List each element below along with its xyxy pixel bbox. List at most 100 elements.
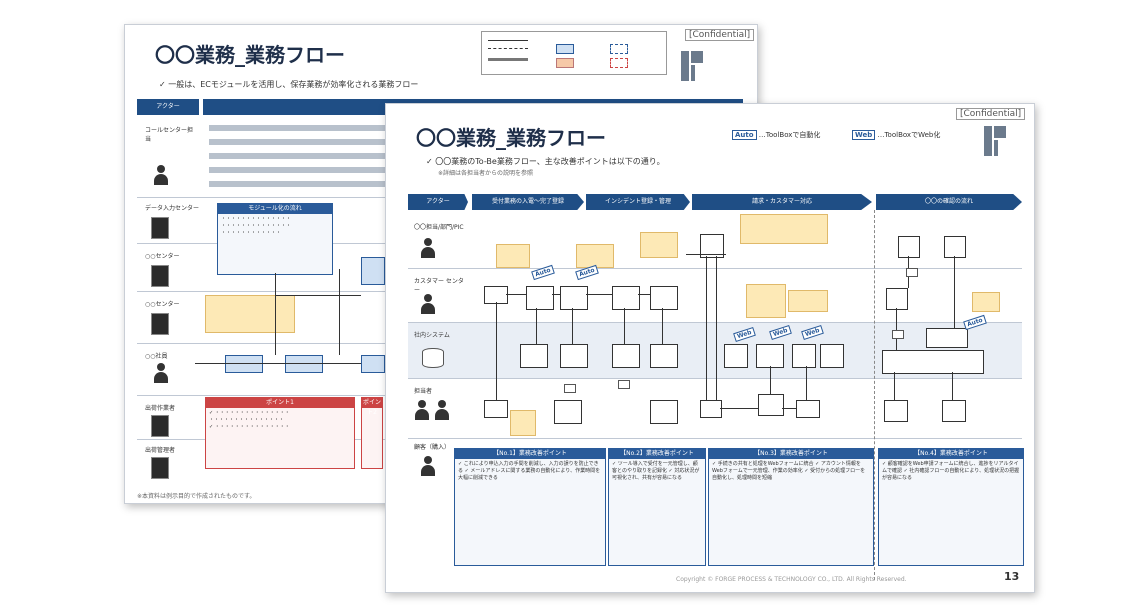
process-box — [820, 344, 844, 368]
computer-icon — [151, 457, 169, 479]
process-box — [560, 344, 588, 368]
lane-label: カスタマー センター — [414, 278, 464, 294]
process-box — [520, 344, 548, 368]
improvement-point-title: 【No.3】業務改善ポイント — [709, 449, 873, 459]
flow-bar — [209, 125, 389, 131]
header-phase-3: 請求・カスタマー対応 — [692, 194, 872, 210]
person-icon — [434, 400, 450, 420]
flow-bar — [209, 153, 389, 159]
back-point-2: ポイント2 — [361, 397, 383, 469]
company-logo — [984, 126, 1006, 156]
person-icon — [420, 456, 436, 476]
sticky-note — [746, 284, 786, 318]
process-box — [484, 400, 508, 418]
sticky-note — [205, 295, 295, 333]
sticky-note — [640, 232, 678, 258]
computer-icon — [151, 217, 169, 239]
improvement-point-body: ✓ 手続きの共有と処理をWebフォームに統合 ✓ アカウント情報をWebフォーム… — [712, 461, 866, 481]
process-box — [886, 288, 908, 310]
person-icon — [153, 165, 169, 185]
process-box — [884, 400, 908, 422]
person-icon — [153, 363, 169, 383]
computer-icon — [151, 313, 169, 335]
improvement-point-body: ✓ ツール導入で受付を一元管理し、顧客とのやり取りを記録化 ✓ 対応状況が可視化… — [612, 461, 700, 481]
process-box — [285, 355, 323, 373]
mail-icon — [892, 330, 904, 339]
header-actor: アクター — [408, 194, 468, 210]
module-note-title: モジュール化の流れ — [218, 204, 332, 214]
lane-label: コールセンター担当 — [145, 127, 194, 143]
process-box — [560, 286, 588, 310]
flow-bar — [209, 139, 389, 145]
front-slide: [Confidential] 〇〇業務_業務フロー ✓ 〇〇業務のTo-Be業務… — [385, 103, 1035, 593]
front-slide-subtitle: ✓ 〇〇業務のTo-Be業務フロー、主な改善ポイントは以下の通り。 — [426, 157, 665, 166]
header-phase-2: インシデント登録・管理 — [586, 194, 690, 210]
improvement-point-body: ✓ 顧客確認をWeb申請フォームに統合し、進捗をリアルタイムで確認 ✓ 社内確認… — [882, 461, 1020, 481]
database-icon — [422, 348, 444, 368]
improvement-point-3: 【No.3】業務改善ポイント ✓ 手続きの共有と処理をWebフォームに統合 ✓ … — [708, 448, 874, 566]
process-box — [225, 355, 263, 373]
header-phase-1: 受付業務の入電〜完了登録 — [472, 194, 584, 210]
lane-label: 社内システム — [414, 332, 450, 339]
lane-label: 出荷管理者 — [145, 447, 176, 454]
mail-icon — [618, 380, 630, 389]
back-footer: ※本資料は例示目的で作成されたものです。 — [137, 493, 256, 500]
flow-bar — [209, 181, 389, 187]
person-icon — [420, 238, 436, 258]
mail-icon — [906, 268, 918, 277]
flow-bar — [209, 167, 389, 173]
mail-icon — [564, 384, 576, 393]
sticky-note — [740, 214, 828, 244]
back-point-2-title: ポイント2 — [362, 398, 382, 416]
lane-label: ○○センター — [145, 253, 180, 260]
process-box — [700, 400, 722, 418]
process-box — [944, 236, 966, 258]
legend — [481, 31, 667, 75]
process-box — [926, 328, 968, 348]
lane-label: 顧客（購入） — [414, 444, 451, 451]
back-slide-subtitle: ✓ 一般は、ECモジュールを活用し、保存業務が効率化される業務フロー — [159, 80, 419, 89]
legend-web-text: …ToolBoxでWeb化 — [877, 131, 941, 139]
lane-label: ○○センター — [145, 301, 180, 308]
sticky-note — [788, 290, 828, 312]
process-box — [758, 394, 784, 416]
improvement-point-1: 【No.1】業務改善ポイント ✓ これにより申込入力の手間を削減し、入力の誤りを… — [454, 448, 606, 566]
computer-icon — [151, 265, 169, 287]
improvement-point-2: 【No.2】業務改善ポイント ✓ ツール導入で受付を一元管理し、顧客とのやり取り… — [608, 448, 706, 566]
web-tag: Web — [852, 130, 876, 140]
lane-label: 〇〇担当/部門/PIC — [414, 224, 464, 231]
process-box — [612, 344, 640, 368]
improvement-point-title: 【No.4】業務改善ポイント — [879, 449, 1023, 459]
page-number: 13 — [1004, 570, 1020, 583]
copyright: Copyright © FORGE PROCESS & TECHNOLOGY C… — [676, 576, 907, 583]
lane-label: データ入力センター — [145, 205, 200, 212]
legend-auto-text: …ToolBoxで自動化 — [758, 131, 821, 139]
improvement-point-body: ✓ これにより申込入力の手間を削減し、入力の誤りを防止できる ✓ メールアドレス… — [458, 461, 601, 481]
back-slide-title: 〇〇業務_業務フロー — [155, 43, 345, 67]
process-box — [650, 344, 678, 368]
front-slide-note: ※詳細は各担当者からの説明を参照 — [438, 170, 534, 177]
lane-label: ○○社員 — [145, 353, 168, 360]
person-icon — [414, 400, 430, 420]
improvement-point-title: 【No.2】業務改善ポイント — [609, 449, 705, 459]
process-box — [796, 400, 820, 418]
sticky-note — [496, 244, 530, 268]
process-box — [650, 400, 678, 424]
process-box — [942, 400, 966, 422]
confidential-label: [Confidential] — [956, 108, 1026, 120]
process-box — [361, 257, 385, 285]
front-slide-title: 〇〇業務_業務フロー — [416, 126, 606, 150]
back-point-1-title: ポイント1 — [206, 398, 354, 408]
process-box — [526, 286, 554, 310]
auto-tag: Auto — [732, 130, 757, 140]
sticky-note — [576, 244, 614, 268]
header-actor: アクター — [137, 99, 199, 115]
lane-label: 担当者 — [414, 388, 433, 395]
improvement-point-4: 【No.4】業務改善ポイント ✓ 顧客確認をWeb申請フォームに統合し、進捗をリ… — [878, 448, 1024, 566]
process-box — [724, 344, 748, 368]
process-box — [756, 344, 784, 368]
process-box — [612, 286, 640, 310]
legend-auto: Auto …ToolBoxで自動化 — [732, 130, 820, 140]
process-box — [898, 236, 920, 258]
confidential-label: [Confidential] — [685, 29, 755, 41]
